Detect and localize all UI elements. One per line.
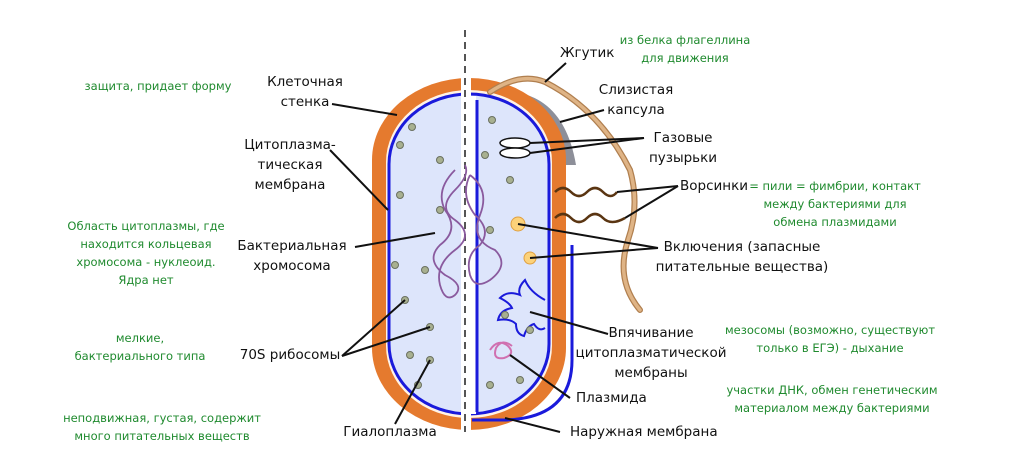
note-line: для движения	[641, 51, 729, 65]
label-line: Цитоплазма-	[244, 137, 336, 153]
note-line: материалом между бактериями	[734, 401, 930, 415]
note-line: много питательных веществ	[74, 429, 250, 443]
note-line: только в ЕГЭ) - дыхание	[756, 341, 904, 355]
note-line: мелкие,	[115, 331, 165, 345]
note-line: хромосома - нуклеоид.	[76, 255, 216, 269]
label-line: Клеточная	[267, 74, 343, 90]
note-line: = пили = фимбрии, контакт	[749, 179, 921, 193]
label-line: мембраны	[614, 365, 688, 381]
note-plasmid: участки ДНК, обмен генетическим материал…	[726, 381, 937, 417]
label-line: Бактериальная	[237, 238, 347, 254]
note-line: мезосомы (возможно, существуют	[724, 323, 936, 337]
label-capsule: Слизистая капсула	[599, 80, 673, 120]
pilus	[554, 186, 618, 198]
note-line: неподвижная, густая, содержит	[63, 411, 261, 425]
label-line: пузырьки	[648, 150, 718, 166]
note-line: находится кольцевая	[80, 237, 212, 251]
label-flagellum: Жгутик	[560, 45, 615, 61]
pilus	[554, 212, 626, 224]
label-line: стенка	[280, 94, 330, 110]
note-line: Область цитоплазмы, где	[67, 219, 225, 233]
label-line: тическая	[257, 157, 323, 173]
label-line: капсула	[607, 102, 665, 118]
note-ribosomes: мелкие, бактериального типа	[75, 329, 206, 365]
note-line: обмена плазмидами	[773, 215, 897, 229]
note-line: бактериального типа	[74, 349, 206, 363]
note-nucleoid: Область цитоплазмы, где находится кольце…	[67, 217, 224, 289]
label-line: мембрана	[254, 177, 326, 193]
label-pili: Ворсинки	[680, 178, 749, 194]
ribosomes	[391, 116, 534, 389]
label-ribosomes: 70S рибосомы	[239, 347, 341, 363]
note-line: участки ДНК, обмен генетическим	[726, 383, 938, 397]
note-cell-wall: защита, придает форму	[84, 79, 232, 93]
label-hyaloplasm: Гиалоплазма	[343, 424, 437, 440]
label-line: питательные вещества)	[655, 259, 829, 275]
note-line: между бактериями для	[763, 197, 907, 211]
label-gas-vesicles: Газовые пузырьки	[649, 128, 717, 168]
chromosome	[432, 164, 503, 299]
label-line: Газовые	[653, 130, 713, 146]
gas-vesicle	[499, 137, 531, 149]
note-mesosomes: мезосомы (возможно, существуют только в …	[725, 321, 935, 357]
label-chromosome: Бактериальная хромосома	[237, 236, 346, 276]
label-line: Включения (запасные	[663, 239, 821, 255]
note-line: Ядра нет	[118, 273, 174, 287]
label-inclusions: Включения (запасные питательные вещества…	[656, 237, 829, 277]
label-line: хромосома	[253, 258, 331, 274]
note-hyaloplasm: неподвижная, густая, содержит много пита…	[63, 409, 261, 445]
label-plasmid: Плазмида	[576, 390, 647, 406]
gas-vesicle	[499, 147, 531, 159]
label-cell-wall: Клеточная стенка	[267, 72, 343, 112]
label-line: цитоплазматической	[575, 345, 727, 361]
note-flagellum: из белка флагеллина для движения	[620, 31, 751, 67]
plasmid	[489, 341, 513, 360]
note-pili: = пили = фимбрии, контакт между бактерия…	[749, 177, 921, 231]
label-invagination: Впячивание цитоплазматической мембраны	[576, 323, 727, 383]
label-cytoplasmic-membrane: Цитоплазма- тическая мембрана	[244, 135, 336, 195]
label-outer-membrane: Наружная мембрана	[570, 424, 718, 440]
note-line: из белка флагеллина	[619, 33, 751, 47]
leader-lines	[329, 62, 679, 433]
label-line: Впячивание	[608, 325, 694, 341]
label-line: Слизистая	[598, 82, 674, 98]
